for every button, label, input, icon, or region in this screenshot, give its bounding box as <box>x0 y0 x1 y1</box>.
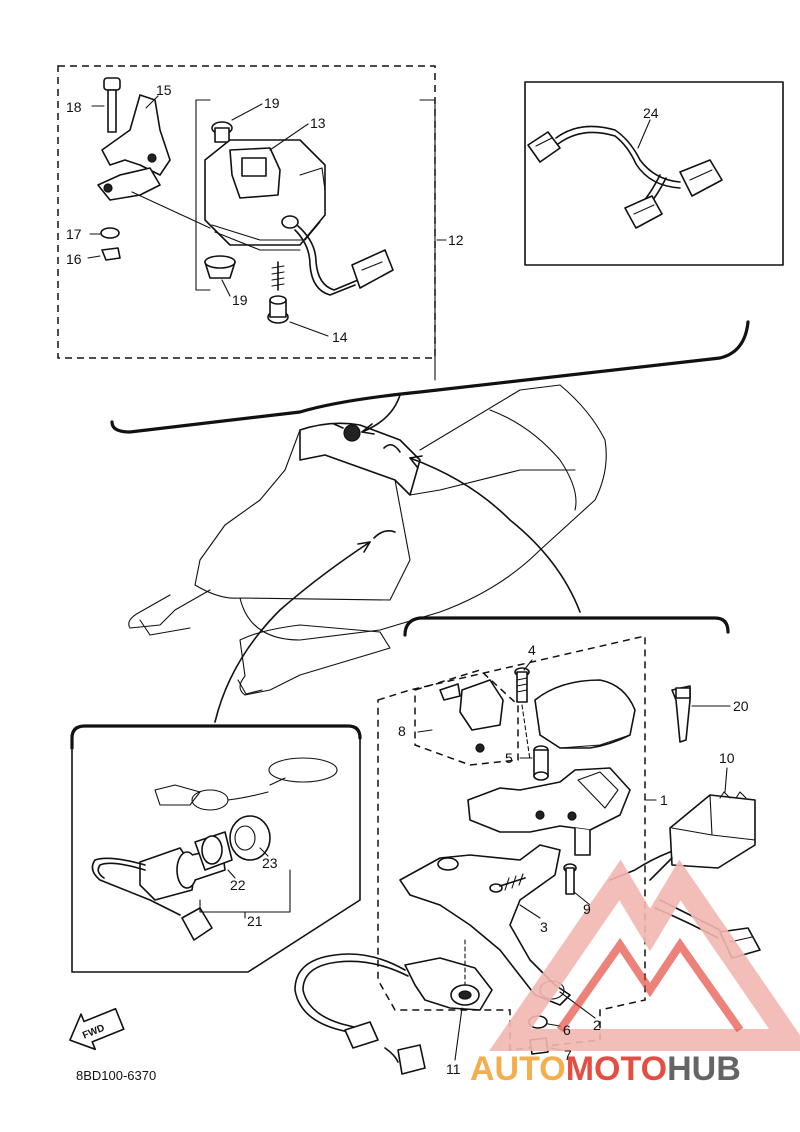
key-switch-connector <box>181 907 213 941</box>
part-5-collar <box>533 745 549 781</box>
callout-21: 21 <box>247 913 263 929</box>
callout-22: 22 <box>230 877 246 893</box>
callout-23: 23 <box>262 855 278 871</box>
part-23-cap <box>229 815 271 861</box>
bracket-19 <box>195 99 211 291</box>
throttle-housing <box>467 767 631 856</box>
watermark-text: AUTOMOTOHUB <box>470 1050 741 1088</box>
part-4-screw <box>514 667 531 761</box>
part-13-switch-body <box>204 139 326 251</box>
bracket-12 <box>419 99 436 381</box>
callout-3: 3 <box>540 919 548 935</box>
harness-connector-right <box>679 159 723 197</box>
callout-14: 14 <box>332 329 348 345</box>
fwd-direction-arrow: FWD <box>69 1007 125 1051</box>
callout-20: 20 <box>733 698 749 714</box>
callout-6: 6 <box>563 1022 571 1038</box>
part-3-screw <box>489 873 526 893</box>
switch-wire <box>294 229 356 296</box>
arrow-to-lever <box>409 457 581 613</box>
callout-13: 13 <box>310 115 326 131</box>
callout-labels: 18 15 19 13 12 17 16 19 14 24 4 8 5 20 1… <box>66 82 749 1077</box>
part-19-grommet-bottom <box>204 255 236 279</box>
callout-16: 16 <box>66 251 82 267</box>
sensor-wire <box>294 953 406 1036</box>
snowmobile-outline <box>128 384 607 696</box>
harness-box <box>524 81 784 266</box>
upper-separator-bracket <box>110 320 750 434</box>
key-switch-wire <box>91 857 181 916</box>
part-17-washer <box>100 227 120 239</box>
callout-24: 24 <box>643 105 659 121</box>
lower-separator-bracket-right <box>403 616 730 637</box>
key-lanyard <box>268 757 338 783</box>
part-22-nut <box>194 831 233 871</box>
throttle-lever <box>399 844 571 1006</box>
callout-19-bottom: 19 <box>232 292 248 308</box>
callout-4: 4 <box>528 642 536 658</box>
dashed-box-8 <box>414 669 519 766</box>
part-9-screw <box>563 863 577 895</box>
key-box-frame <box>71 737 361 973</box>
automotohub-watermark: AUTOMOTOHUB <box>470 859 800 1088</box>
part-16-nut <box>101 247 121 261</box>
part-8-block <box>439 679 504 753</box>
throttle-lever-group <box>294 635 761 1075</box>
callout-18: 18 <box>66 99 82 115</box>
callout-9: 9 <box>583 901 591 917</box>
callout-8: 8 <box>398 723 406 739</box>
key-ring <box>191 789 229 811</box>
callout-2: 2 <box>593 1017 601 1033</box>
lower-separator-bracket-left <box>70 724 362 750</box>
callout-17: 17 <box>66 226 82 242</box>
harness-connector-bottom <box>624 195 663 229</box>
relay-wire <box>609 851 671 881</box>
part-14-screw <box>267 261 289 324</box>
switch-connector <box>351 249 394 289</box>
key <box>154 784 201 806</box>
switch-assembly-group <box>57 65 447 381</box>
harness-connector-left <box>527 131 561 163</box>
harness-wire <box>555 125 681 183</box>
callout-19-top: 19 <box>264 95 280 111</box>
part-18-bolt <box>103 77 121 133</box>
callout-7: 7 <box>564 1047 572 1063</box>
callout-11: 11 <box>446 1061 461 1077</box>
arrow-to-key <box>214 541 371 723</box>
harness-box-frame <box>524 81 784 266</box>
key-switch-group <box>71 737 361 973</box>
callout-12: 12 <box>448 232 464 248</box>
callout-5: 5 <box>505 750 513 766</box>
part-10-relay <box>669 791 756 869</box>
switch-location-dot <box>343 424 361 442</box>
callout-1: 1 <box>660 792 668 808</box>
arrow-to-switch <box>361 394 401 433</box>
part-20-cable-tie <box>671 685 691 743</box>
callout-10: 10 <box>719 750 735 766</box>
callout-15: 15 <box>156 82 172 98</box>
part-11-throttle-sensor <box>404 939 493 1011</box>
sensor-connector <box>344 1021 426 1075</box>
throttle-housing-cover <box>534 679 636 749</box>
watermark-logo-triangles <box>489 859 800 1051</box>
diagram-code: 8BD100-6370 <box>76 1068 156 1083</box>
